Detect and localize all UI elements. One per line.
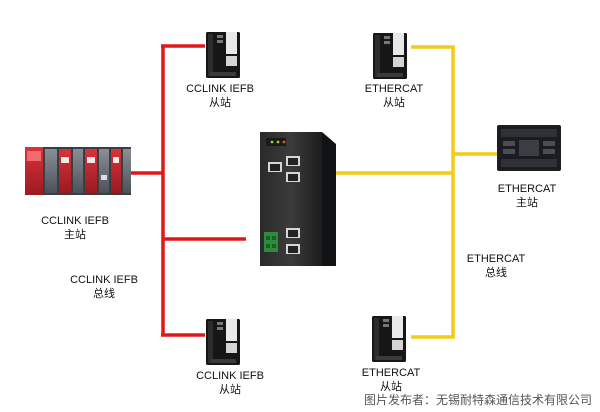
cclink-bus-kind: 总线: [92, 288, 115, 300]
cclink-slave-bottom-protocol: CCLINK IEFB: [196, 370, 264, 382]
cclink-bus-lines: [131, 44, 246, 337]
ethercat-master-controller: [497, 125, 561, 171]
cclink-master-plc: [25, 147, 131, 195]
image-credit: 图片发布者：无锡耐特森通信技术有限公司: [363, 393, 592, 407]
ethercat-bus-label: ETHERCAT 总线: [467, 252, 525, 280]
ethercat-bus-protocol: ETHERCAT: [466, 253, 526, 265]
ethercat-master-label: ETHERCAT 主站: [498, 182, 556, 210]
cclink-bus-label: CCLINK IEFB 总线: [70, 273, 138, 301]
ethercat-slave-bottom-device: [372, 316, 406, 362]
protocol-gateway-device: [260, 132, 336, 266]
ethercat-slave-bottom-role: 从站: [380, 381, 402, 393]
cclink-slave-top-label: CCLINK IEFB 从站: [186, 82, 254, 110]
cclink-slave-top-role: 从站: [208, 97, 231, 109]
ethercat-slave-top-protocol: ETHERCAT: [364, 83, 424, 95]
ethercat-slave-bottom-protocol: ETHERCAT: [361, 367, 421, 379]
ethercat-bus-lines: [336, 45, 497, 339]
cclink-slave-bottom-label: CCLINK IEFB 从站: [196, 369, 264, 397]
cclink-master-label: CCLINK IEFB 主站: [41, 214, 109, 242]
ethercat-master-role: 主站: [516, 197, 538, 209]
cclink-slave-top-device: [206, 32, 240, 78]
ethercat-slave-bottom-label: ETHERCAT 从站: [362, 366, 420, 394]
cclink-slave-top-protocol: CCLINK IEFB: [186, 83, 254, 95]
cclink-bus-protocol: CCLINK IEFB: [70, 274, 138, 286]
ethercat-slave-top-role: 从站: [383, 97, 405, 109]
ethercat-slave-top-label: ETHERCAT 从站: [365, 82, 423, 110]
cclink-slave-bottom-role: 从站: [218, 384, 241, 396]
ethercat-slave-top-device: [373, 33, 407, 79]
ethercat-bus-kind: 总线: [485, 267, 507, 279]
cclink-slave-bottom-device: [206, 319, 240, 365]
cclink-master-protocol: CCLINK IEFB: [41, 215, 109, 227]
ethercat-master-protocol: ETHERCAT: [497, 183, 557, 195]
cclink-master-role: 主站: [63, 229, 86, 241]
